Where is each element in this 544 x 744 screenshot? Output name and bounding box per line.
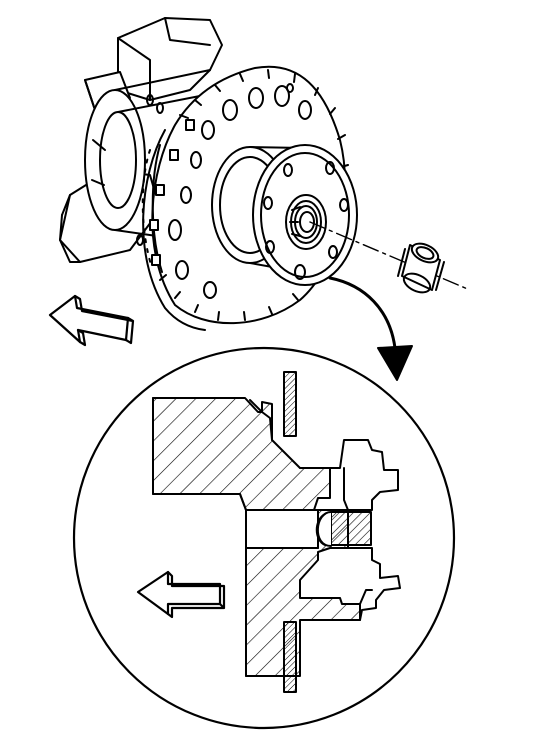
callout-curved-arrow-icon bbox=[328, 276, 413, 381]
center-line bbox=[309, 221, 471, 291]
pilot-bushing bbox=[397, 242, 445, 294]
detail-view-circle bbox=[72, 346, 456, 730]
pilot-bore bbox=[285, 194, 327, 250]
detail-section-view bbox=[152, 371, 401, 693]
flywheel-hub bbox=[211, 144, 358, 286]
detail-direction-arrow-icon bbox=[136, 570, 226, 619]
direction-arrow-icon bbox=[48, 294, 135, 347]
